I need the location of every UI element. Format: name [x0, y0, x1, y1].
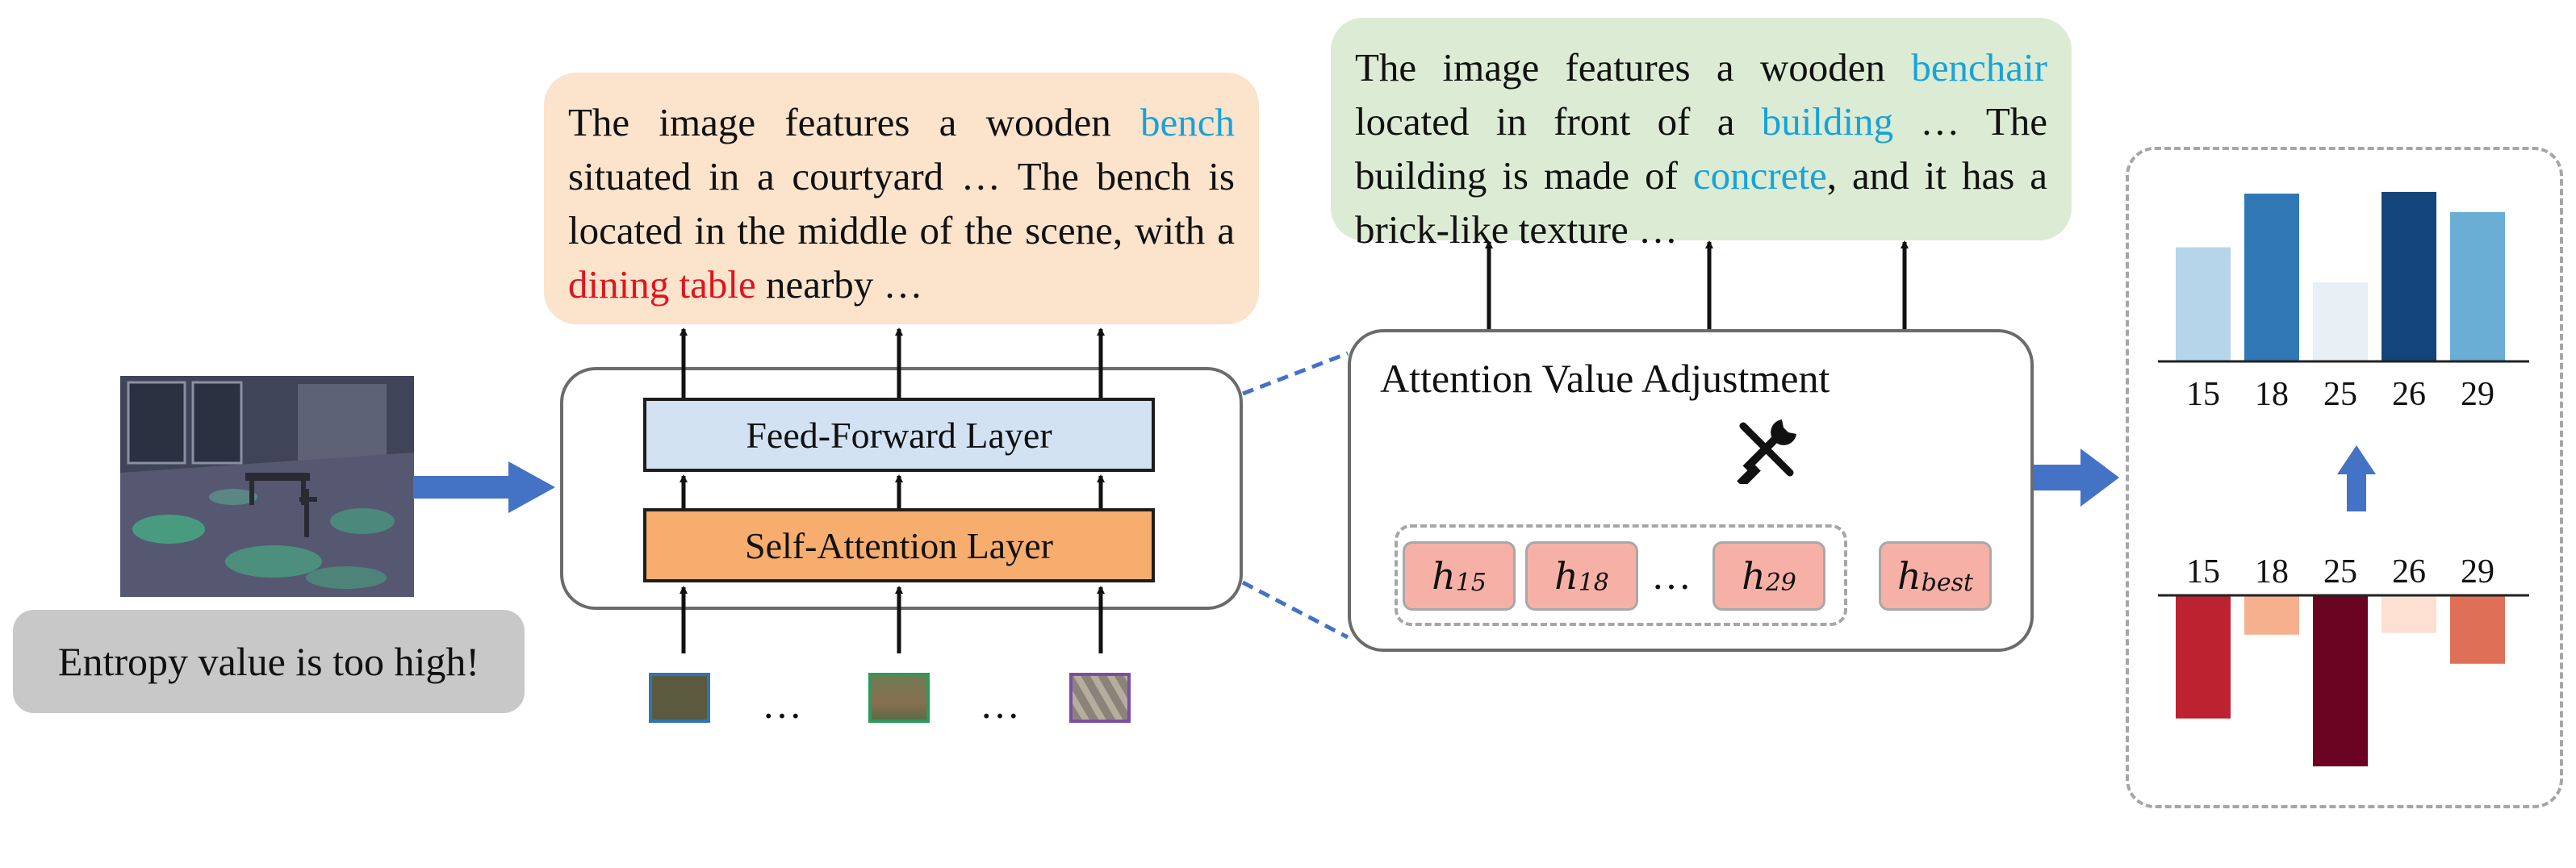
caption-hallucination-dining-table: dining table [568, 262, 756, 307]
attention-heads-group [1395, 524, 1847, 626]
entropy-warning: Entropy value is too high! [13, 610, 525, 713]
caption-text: The image features a wooden [568, 100, 1140, 144]
head-symbol: h [1896, 554, 1922, 598]
bottom-chart-tick-label: 15 [2186, 553, 2220, 590]
adjustment-title: Attention Value Adjustment [1380, 356, 1830, 401]
bottom-chart-tick-label: 26 [2392, 553, 2426, 590]
top-chart-bar-29 [2450, 211, 2505, 361]
token-ellipsis: … [762, 682, 802, 727]
caption-text: … The building is made of [1355, 99, 2047, 198]
caption-text: located in front of a [1355, 99, 1762, 144]
top-chart-tick-label: 15 [2186, 376, 2220, 413]
tools-icon [1737, 419, 1796, 484]
head-index: 15 [1455, 568, 1487, 597]
top-chart-tick-label: 18 [2255, 376, 2289, 413]
caption-highlight-concrete: concrete [1692, 153, 1827, 198]
head-ellipsis: … [1651, 553, 1692, 598]
caption-highlight-building: building [1761, 99, 1894, 144]
top-chart-tick-label: 26 [2392, 376, 2426, 413]
caption-text: nearby … [755, 262, 923, 307]
top-chart-tick-label: 29 [2461, 376, 2494, 413]
scene-photo [120, 376, 414, 597]
attention-bar-charts: 15 18 25 26 29 15 18 25 26 29 [2158, 191, 2529, 766]
visual-token-1 [649, 673, 710, 723]
top-chart-tick-label: 25 [2323, 376, 2357, 413]
head-index: best [1921, 568, 1974, 597]
head-index: 18 [1578, 568, 1609, 597]
top-chart-bar-15 [2176, 247, 2231, 361]
original-caption: The image features a wooden bench situat… [544, 73, 1259, 324]
visual-token-3 [1069, 673, 1131, 723]
head-index: 29 [1765, 568, 1796, 597]
caption-text: The image features a wooden [1355, 45, 1912, 90]
bottom-chart-bar-18 [2244, 595, 2299, 635]
head-symbol: h [1742, 554, 1766, 598]
bottom-chart-bar-15 [2176, 595, 2231, 719]
bottom-chart-bar-26 [2382, 595, 2436, 633]
head-symbol: h [1554, 554, 1579, 598]
bottom-chart-bar-29 [2450, 595, 2505, 664]
bottom-chart-tick-label: 18 [2255, 553, 2289, 590]
adjusted-caption: The image features a wooden benchair loc… [1331, 18, 2072, 252]
top-chart-bar-26 [2382, 191, 2436, 361]
visual-token-2 [868, 673, 930, 723]
bottom-chart-bar-25 [2313, 595, 2368, 766]
token-ellipsis: … [980, 682, 1020, 727]
caption-highlight-benchair: benchair [1911, 45, 2047, 90]
flow-arrow-icon [413, 461, 555, 513]
attention-entropy-panel [2126, 147, 2563, 808]
caption-text: situated in a courtyard … The bench is l… [568, 154, 1235, 252]
top-chart-bar-25 [2313, 282, 2368, 361]
bottom-chart-tick-label: 29 [2461, 553, 2494, 590]
top-chart-bar-18 [2244, 194, 2299, 361]
self-attention-layer: Self-Attention Layer [643, 508, 1155, 582]
head-symbol: h [1432, 554, 1456, 598]
caption-text: , and it has a brick-like texture … [1355, 153, 2047, 252]
bottom-chart-tick-label: 25 [2323, 553, 2357, 590]
feed-forward-layer: Feed-Forward Layer [643, 398, 1155, 472]
caption-highlight-bench: bench [1140, 100, 1235, 144]
